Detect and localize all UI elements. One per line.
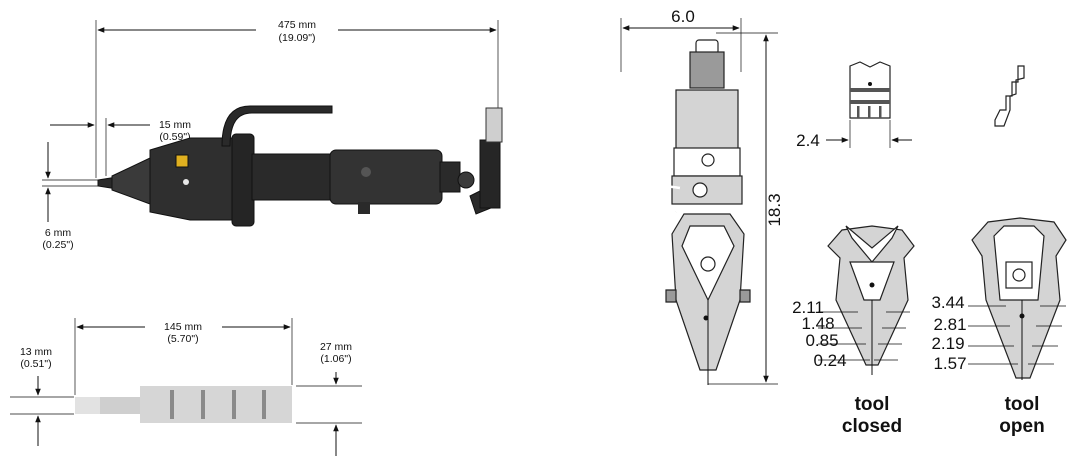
closed-step-dimensions — [818, 311, 910, 361]
open-step-1: 3.44 — [931, 293, 964, 312]
insert-tip-thickness-inch: (0.51") — [20, 358, 51, 370]
jaw-tooth-detail: 2.4 — [796, 61, 1025, 150]
tool-open-detail: 3.44 2.81 2.19 1.57 tool open — [931, 217, 1067, 437]
closed-step-1: 2.11 — [792, 298, 824, 317]
step-profile-illustration — [994, 65, 1025, 127]
closed-caption-line2: closed — [842, 416, 902, 437]
spreader-tool-illustration — [97, 105, 503, 227]
front-view: 6.0 18.3 — [618, 7, 784, 385]
insert-base-thickness-inch: (1.06") — [320, 353, 351, 365]
tool-front-illustration — [618, 39, 751, 385]
open-step-2: 2.81 — [933, 315, 966, 334]
tip-thickness-inch: (0.25") — [42, 239, 73, 251]
insert-length-mm: 145 mm — [164, 321, 202, 333]
tooth-block-illustration — [849, 61, 891, 119]
tool-closed-detail: 2.11 1.48 0.85 0.24 tool closed — [792, 225, 915, 437]
closed-step-2: 1.48 — [801, 314, 834, 333]
insert-tip-thickness-mm: 13 mm — [20, 346, 52, 358]
closed-step-3: 0.85 — [805, 331, 838, 350]
tooth-width-value: 2.4 — [796, 131, 820, 150]
open-step-dimensions — [968, 305, 1066, 365]
closed-jaw-illustration — [827, 225, 915, 375]
open-jaw-illustration — [971, 217, 1067, 380]
insert-length-inch: (5.70") — [167, 333, 198, 345]
jaw-insert-view: 145 mm (5.70") 13 mm (0.51") 27 mm (1.06… — [10, 318, 362, 456]
tip-thickness-mm: 6 mm — [45, 227, 72, 239]
front-height-value: 18.3 — [765, 193, 784, 226]
overall-length-inch: (19.09") — [279, 32, 316, 44]
overall-length-mm: 475 mm — [278, 19, 316, 31]
insert-base-thickness-mm: 27 mm — [320, 341, 352, 353]
closed-caption-line1: tool — [855, 394, 890, 415]
open-step-4: 1.57 — [933, 354, 966, 373]
open-caption-line2: open — [999, 416, 1044, 437]
closed-step-4: 0.24 — [813, 351, 846, 370]
tool-side-view: 475 mm (19.09") 15 mm (0.59") 6 mm (0.25… — [42, 19, 503, 251]
open-step-3: 2.19 — [931, 334, 964, 353]
front-width-value: 6.0 — [671, 7, 695, 26]
jaw-insert-illustration — [75, 386, 292, 423]
open-caption-line1: tool — [1005, 394, 1040, 415]
jaw-offset-mm: 15 mm — [159, 119, 191, 131]
